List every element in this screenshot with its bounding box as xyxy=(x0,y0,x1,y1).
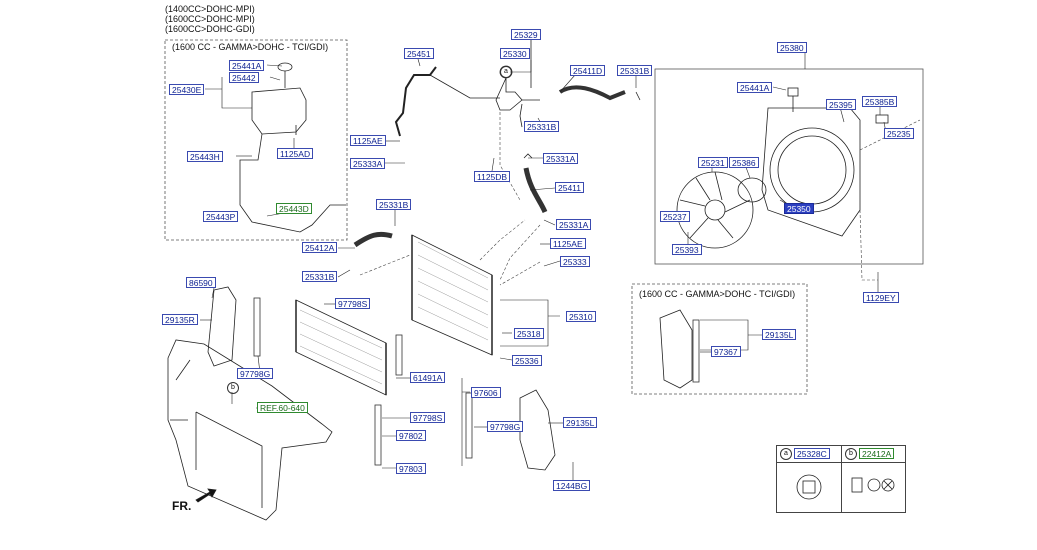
part-25451[interactable]: 25451 xyxy=(404,48,434,59)
part-25328c-icon xyxy=(796,474,822,500)
legend-callout-a: a xyxy=(780,448,792,460)
part-1125db[interactable]: 1125DB xyxy=(474,171,511,182)
legend-callout-b: b xyxy=(845,448,857,460)
part-25331a-top[interactable]: 25331A xyxy=(543,153,579,164)
part-29135l-right[interactable]: 29135L xyxy=(563,417,598,428)
part-25331b-low[interactable]: 25331B xyxy=(302,271,338,282)
ref-60-640-link[interactable]: REF.60-640 xyxy=(257,402,308,413)
part-97798g-right[interactable]: 97798G xyxy=(487,421,524,432)
part-25310[interactable]: 25310 xyxy=(566,311,596,322)
part-1125ad[interactable]: 1125AD xyxy=(277,148,314,159)
part-25231[interactable]: 25231 xyxy=(698,157,728,168)
part-25441a-right[interactable]: 25441A xyxy=(737,82,773,93)
variant-1600-mpi: (1600CC>DOHC-MPI) xyxy=(165,14,255,24)
front-direction-label: FR. xyxy=(172,499,192,513)
reservoir-tank-shape xyxy=(251,87,307,135)
part-22412a-icon xyxy=(851,477,863,493)
fr-arrow-icon xyxy=(195,488,217,503)
part-25318[interactable]: 25318 xyxy=(514,328,544,339)
part-25331a-mid[interactable]: 25331A xyxy=(556,219,592,230)
group-box-gamma-left xyxy=(164,39,348,241)
part-97367[interactable]: 97367 xyxy=(711,346,741,357)
part-25386[interactable]: 25386 xyxy=(729,157,759,168)
part-97606[interactable]: 97606 xyxy=(471,387,501,398)
part-25330[interactable]: 25330 xyxy=(500,48,530,59)
part-97798s[interactable]: 97798S xyxy=(335,298,371,309)
part-25411d[interactable]: 25411D xyxy=(570,65,606,76)
part-25441a-left[interactable]: 25441A xyxy=(229,60,265,71)
part-25442[interactable]: 25442 xyxy=(229,72,259,83)
part-97803[interactable]: 97803 xyxy=(396,463,426,474)
part-25393[interactable]: 25393 xyxy=(672,244,702,255)
fan-shroud xyxy=(761,107,861,237)
part-25385b[interactable]: 25385B xyxy=(862,96,898,107)
fan-blade xyxy=(676,171,754,249)
callout-b: b xyxy=(227,382,239,394)
part-25380[interactable]: 25380 xyxy=(777,42,807,53)
part-1244bg[interactable]: 1244BG xyxy=(553,480,591,491)
group-box-fan xyxy=(654,68,924,265)
callout-a: a xyxy=(500,66,512,78)
group-box-gamma-right xyxy=(631,283,808,395)
legend-table: a 25328C b 22412A xyxy=(776,445,906,513)
part-25331b-top[interactable]: 25331B xyxy=(617,65,653,76)
part-25412a[interactable]: 25412A xyxy=(302,242,338,253)
part-25443d[interactable]: 25443D xyxy=(276,203,312,214)
front-end-carrier xyxy=(167,339,333,521)
variant-1600-gdi: (1600CC>DOHC-GDI) xyxy=(165,24,255,34)
part-1129ey[interactable]: 1129EY xyxy=(863,292,899,303)
part-25443h[interactable]: 25443H xyxy=(187,151,223,162)
part-97802[interactable]: 97802 xyxy=(396,430,426,441)
part-25395[interactable]: 25395 xyxy=(826,99,856,110)
part-25237[interactable]: 25237 xyxy=(660,211,690,222)
part-25331b-lc[interactable]: 25331B xyxy=(376,199,412,210)
group-label-gamma-left: (1600 CC - GAMMA>DOHC - TCI/GDI) xyxy=(170,42,331,52)
part-61491a[interactable]: 61491A xyxy=(410,372,446,383)
fan-motor xyxy=(737,177,767,203)
part-25329[interactable]: 25329 xyxy=(511,29,541,40)
part-97798g-left[interactable]: 97798G xyxy=(237,368,274,379)
air-guide-left xyxy=(207,286,237,367)
part-86590[interactable]: 86590 xyxy=(186,277,216,288)
part-25430e[interactable]: 25430E xyxy=(169,84,205,95)
part-25443p[interactable]: 25443P xyxy=(203,211,239,222)
part-25350-selected[interactable]: 25350 xyxy=(784,203,814,214)
part-25235[interactable]: 25235 xyxy=(884,128,914,139)
part-1125ae-mid[interactable]: 1125AE xyxy=(550,238,586,249)
part-25333[interactable]: 25333 xyxy=(560,256,590,267)
legend-part-25328c[interactable]: 25328C xyxy=(794,448,830,459)
part-29135l-gamma[interactable]: 29135L xyxy=(762,329,797,340)
part-25336[interactable]: 25336 xyxy=(512,355,542,366)
legend-part-22412a[interactable]: 22412A xyxy=(859,448,895,459)
part-29135r[interactable]: 29135R xyxy=(162,314,198,325)
part-97798s-b[interactable]: 97798S xyxy=(410,412,446,423)
part-1125ae-top[interactable]: 1125AE xyxy=(350,135,386,146)
radiator-core xyxy=(411,234,493,356)
part-25331b-mid[interactable]: 25331B xyxy=(524,121,560,132)
group-label-gamma-right: (1600 CC - GAMMA>DOHC - TCI/GDI) xyxy=(637,289,798,299)
part-25333a[interactable]: 25333A xyxy=(350,158,386,169)
variant-1400-mpi: (1400CC>DOHC-MPI) xyxy=(165,4,255,14)
legend-cell-a xyxy=(777,446,842,513)
part-25411[interactable]: 25411 xyxy=(555,182,585,193)
